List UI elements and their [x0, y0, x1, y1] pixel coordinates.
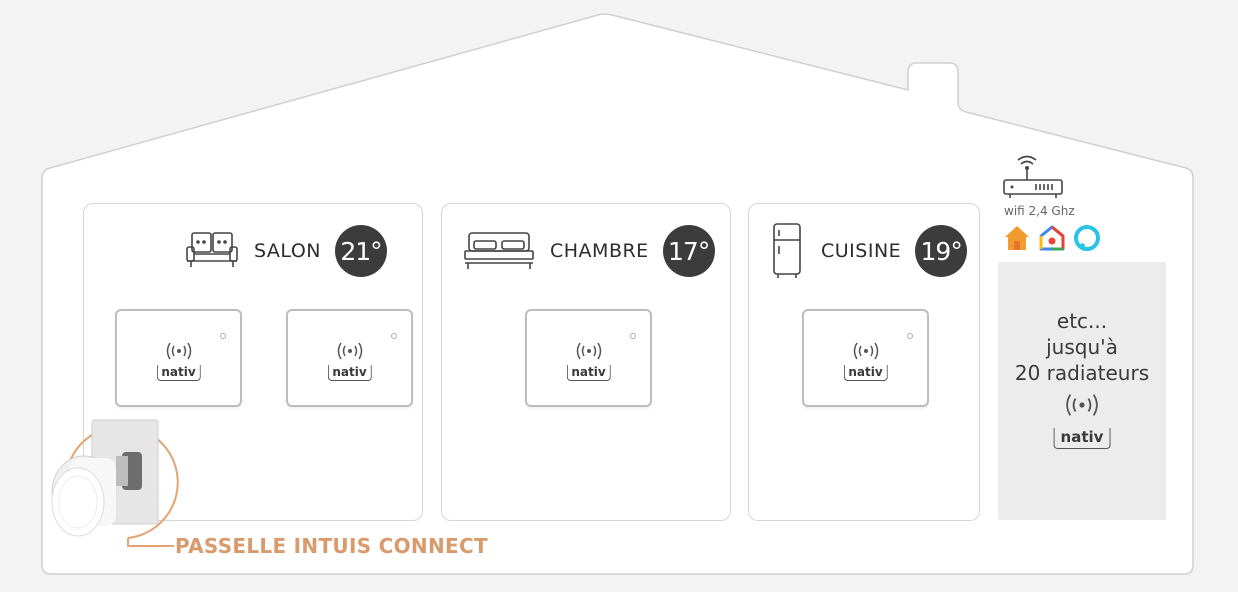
etc-line: 20 radiateurs	[1014, 361, 1150, 385]
temperature-badge: 19°	[915, 225, 968, 277]
wifi-label: wifi 2,4 Ghz	[1004, 204, 1075, 218]
room-label: CHAMBRE	[550, 240, 649, 262]
room-label: CUISINE	[821, 240, 902, 262]
gateway-device	[51, 419, 179, 547]
temperature-badge: 17°	[662, 225, 715, 277]
nativ-logo: nativ	[843, 365, 888, 381]
status-led	[907, 333, 913, 339]
google-home-icon	[1039, 225, 1065, 251]
room-salon: SALON 21° nativ nativ	[83, 203, 423, 521]
etc-line: etc...	[1056, 309, 1108, 333]
room-header: CUISINE 19°	[767, 223, 968, 278]
status-led	[630, 333, 636, 339]
etc-line: jusqu'à	[1046, 335, 1118, 359]
radiator: nativ	[286, 309, 413, 407]
room-label: SALON	[254, 240, 321, 262]
room-chambre: CHAMBRE 17° nativ	[441, 203, 731, 521]
signal-waves-icon	[337, 342, 362, 360]
radiator: nativ	[525, 309, 652, 407]
nativ-badge: nativ	[1042, 390, 1122, 460]
room-cuisine: CUISINE 19° nativ	[748, 203, 980, 521]
etc-text: etc... jusqu'à 20 radiateurs	[998, 308, 1166, 386]
temperature-badge: 21°	[335, 225, 387, 277]
radiator: nativ	[802, 309, 929, 407]
nativ-logo: nativ	[327, 365, 372, 381]
router-icon	[1003, 155, 1063, 198]
home-app-icon	[1005, 226, 1029, 250]
signal-waves-icon	[576, 342, 601, 360]
status-led	[391, 333, 397, 339]
nativ-logo: nativ	[156, 365, 201, 381]
room-header: CHAMBRE 17°	[462, 225, 715, 277]
fridge-icon	[767, 223, 807, 278]
nativ-logo: nativ	[1053, 428, 1111, 449]
radiator: nativ	[115, 309, 242, 407]
signal-waves-icon	[1066, 394, 1098, 416]
etc-panel: etc... jusqu'à 20 radiateurs nativ	[998, 262, 1166, 520]
status-led	[220, 333, 226, 339]
room-header: SALON 21°	[184, 225, 387, 277]
sofa-icon	[184, 227, 240, 275]
alexa-icon	[1074, 225, 1100, 251]
bed-icon	[462, 227, 536, 275]
gateway-label: PASSELLE INTUIS CONNECT	[175, 534, 488, 558]
nativ-logo: nativ	[566, 365, 611, 381]
signal-waves-icon	[166, 342, 191, 360]
signal-waves-icon	[853, 342, 878, 360]
